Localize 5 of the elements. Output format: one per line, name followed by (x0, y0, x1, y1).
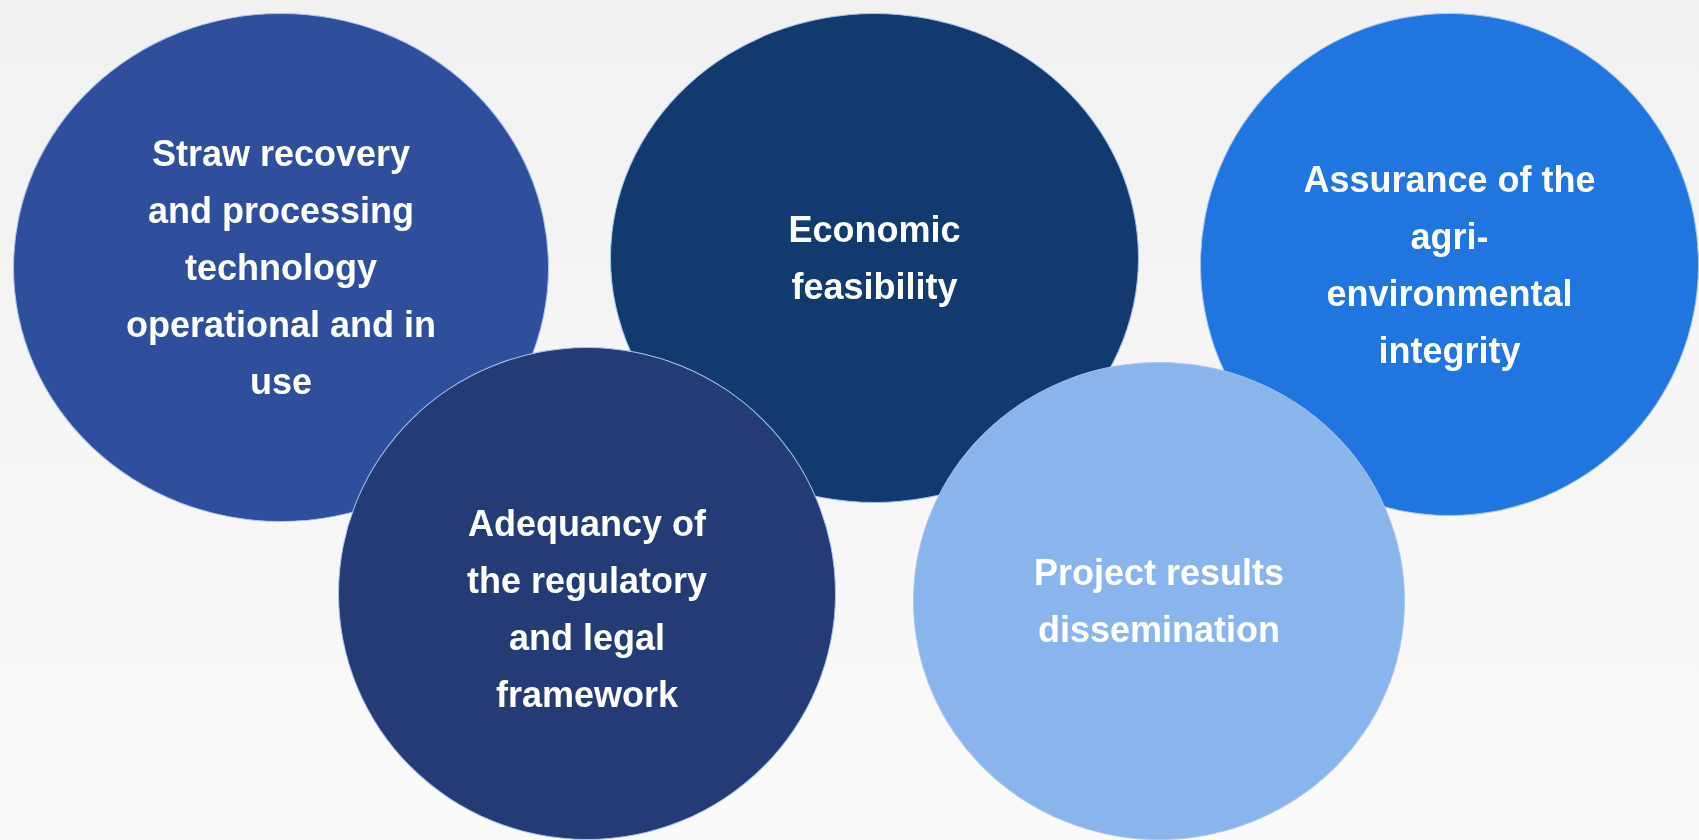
node-label: Project results dissemination (1032, 551, 1286, 652)
node-label: Adequancy of the regulatory and legal framework (465, 501, 708, 717)
node-label: Assurance of the agri-environmental integrity (1302, 157, 1597, 373)
node-label: Straw recovery and processing technology operational and in use (125, 132, 437, 404)
node-label: Economic feasibility (787, 208, 962, 309)
